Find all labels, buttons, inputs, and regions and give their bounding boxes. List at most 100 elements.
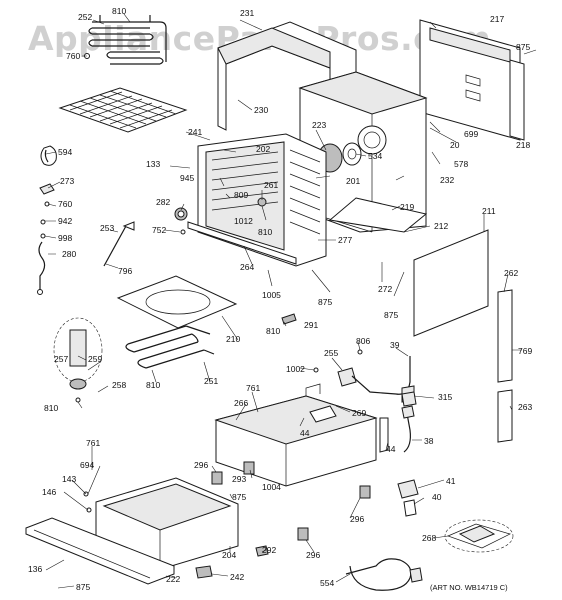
callout-875-c: 875 <box>384 310 398 320</box>
callout-875-e: 875 <box>76 582 90 592</box>
callout-255: 255 <box>324 348 338 358</box>
callout-282: 282 <box>156 197 170 207</box>
callout-210: 210 <box>226 334 240 344</box>
callout-20: 20 <box>450 140 460 150</box>
drawer-glides <box>195 545 269 579</box>
callout-809: 809 <box>234 190 248 200</box>
warming-drawer <box>25 477 239 585</box>
callout-40: 40 <box>432 492 442 502</box>
callout-578: 578 <box>454 159 468 169</box>
callout-296: 296 <box>194 460 208 470</box>
callout-752: 752 <box>152 225 166 235</box>
callout-760: 760 <box>66 51 80 61</box>
callout-222: 222 <box>166 574 180 584</box>
callout-44-b: 44 <box>386 444 396 454</box>
callout-945: 945 <box>180 173 194 183</box>
callout-241: 241 <box>188 127 202 137</box>
callout-810-d: 810 <box>146 380 160 390</box>
callout-1012: 1012 <box>234 216 253 226</box>
callout-204: 204 <box>222 550 236 560</box>
callout-315: 315 <box>438 392 452 402</box>
callout-277: 277 <box>338 235 352 245</box>
wiring-harness-38 <box>401 405 415 453</box>
callout-292: 292 <box>262 545 276 555</box>
bake-element-lower <box>116 275 238 369</box>
callout-760-b: 760 <box>58 199 72 209</box>
callout-143: 143 <box>62 474 76 484</box>
callout-875-b: 875 <box>318 297 332 307</box>
bracket-hardware <box>281 313 363 387</box>
oven-body-cavity <box>298 71 428 233</box>
rear-back-panel <box>419 19 525 141</box>
callout-212: 212 <box>434 221 448 231</box>
callout-269: 269 <box>352 408 366 418</box>
chassis-base <box>214 383 389 487</box>
callout-231: 231 <box>240 8 254 18</box>
callout-38: 38 <box>424 436 434 446</box>
callout-202: 202 <box>256 144 270 154</box>
callout-258: 258 <box>112 380 126 390</box>
callout-280: 280 <box>62 249 76 259</box>
oven-rack <box>58 87 188 133</box>
callout-41: 41 <box>446 476 456 486</box>
callout-251: 251 <box>204 376 218 386</box>
oven-light-assembly <box>37 145 57 295</box>
callout-252: 252 <box>78 12 92 22</box>
callout-769: 769 <box>518 346 532 356</box>
callout-44: 44 <box>300 428 310 438</box>
callout-761: 761 <box>246 383 260 393</box>
callout-253: 253 <box>100 223 114 233</box>
callout-264: 264 <box>240 262 254 272</box>
callout-201: 201 <box>346 176 360 186</box>
callout-268: 268 <box>422 533 436 543</box>
leader-lines <box>44 13 537 589</box>
callout-998: 998 <box>58 233 72 243</box>
callout-694: 694 <box>80 460 94 470</box>
callout-806: 806 <box>356 336 370 346</box>
callout-1005: 1005 <box>262 290 281 300</box>
callout-293: 293 <box>232 474 246 484</box>
callout-699: 699 <box>464 129 478 139</box>
callout-534: 534 <box>368 151 382 161</box>
callout-875: 875 <box>516 42 530 52</box>
callout-554: 554 <box>320 578 334 588</box>
callout-810: 810 <box>112 6 126 16</box>
callout-796: 796 <box>118 266 132 276</box>
callout-266: 266 <box>234 398 248 408</box>
callout-242: 242 <box>230 572 244 582</box>
sensor-probe <box>103 221 135 267</box>
callout-259: 259 <box>88 354 102 364</box>
callout-labels: 252 810 760 231 217 875 241 230 594 223 … <box>28 6 532 592</box>
callout-262: 262 <box>504 268 518 278</box>
callout-146: 146 <box>42 487 56 497</box>
power-cord <box>345 558 423 591</box>
callout-136: 136 <box>28 564 42 574</box>
callout-217: 217 <box>490 14 504 24</box>
callout-810-c: 810 <box>266 326 280 336</box>
callout-272: 272 <box>378 284 392 294</box>
callout-875-d: 875 <box>232 492 246 502</box>
callout-257: 257 <box>54 354 68 364</box>
callout-291: 291 <box>304 320 318 330</box>
terminal-block <box>397 479 419 517</box>
callout-296-c: 296 <box>306 550 320 560</box>
side-panel-right <box>413 229 513 443</box>
callout-211: 211 <box>482 206 496 216</box>
callout-223: 223 <box>312 120 326 130</box>
callout-230: 230 <box>254 105 268 115</box>
lamp-socket <box>174 207 188 235</box>
callout-810-e: 810 <box>44 403 58 413</box>
callout-1004: 1004 <box>262 482 281 492</box>
callout-218: 218 <box>516 140 530 150</box>
callout-263: 263 <box>518 402 532 412</box>
convection-motor <box>53 317 103 403</box>
clip-268 <box>444 519 514 553</box>
callout-296-b: 296 <box>350 514 364 524</box>
callout-1002: 1002 <box>286 364 305 374</box>
wiring-harness-39 <box>351 356 417 407</box>
callout-942: 942 <box>58 216 72 226</box>
callout-219: 219 <box>400 202 414 212</box>
leveling-legs <box>211 461 371 541</box>
callout-273: 273 <box>60 176 74 186</box>
